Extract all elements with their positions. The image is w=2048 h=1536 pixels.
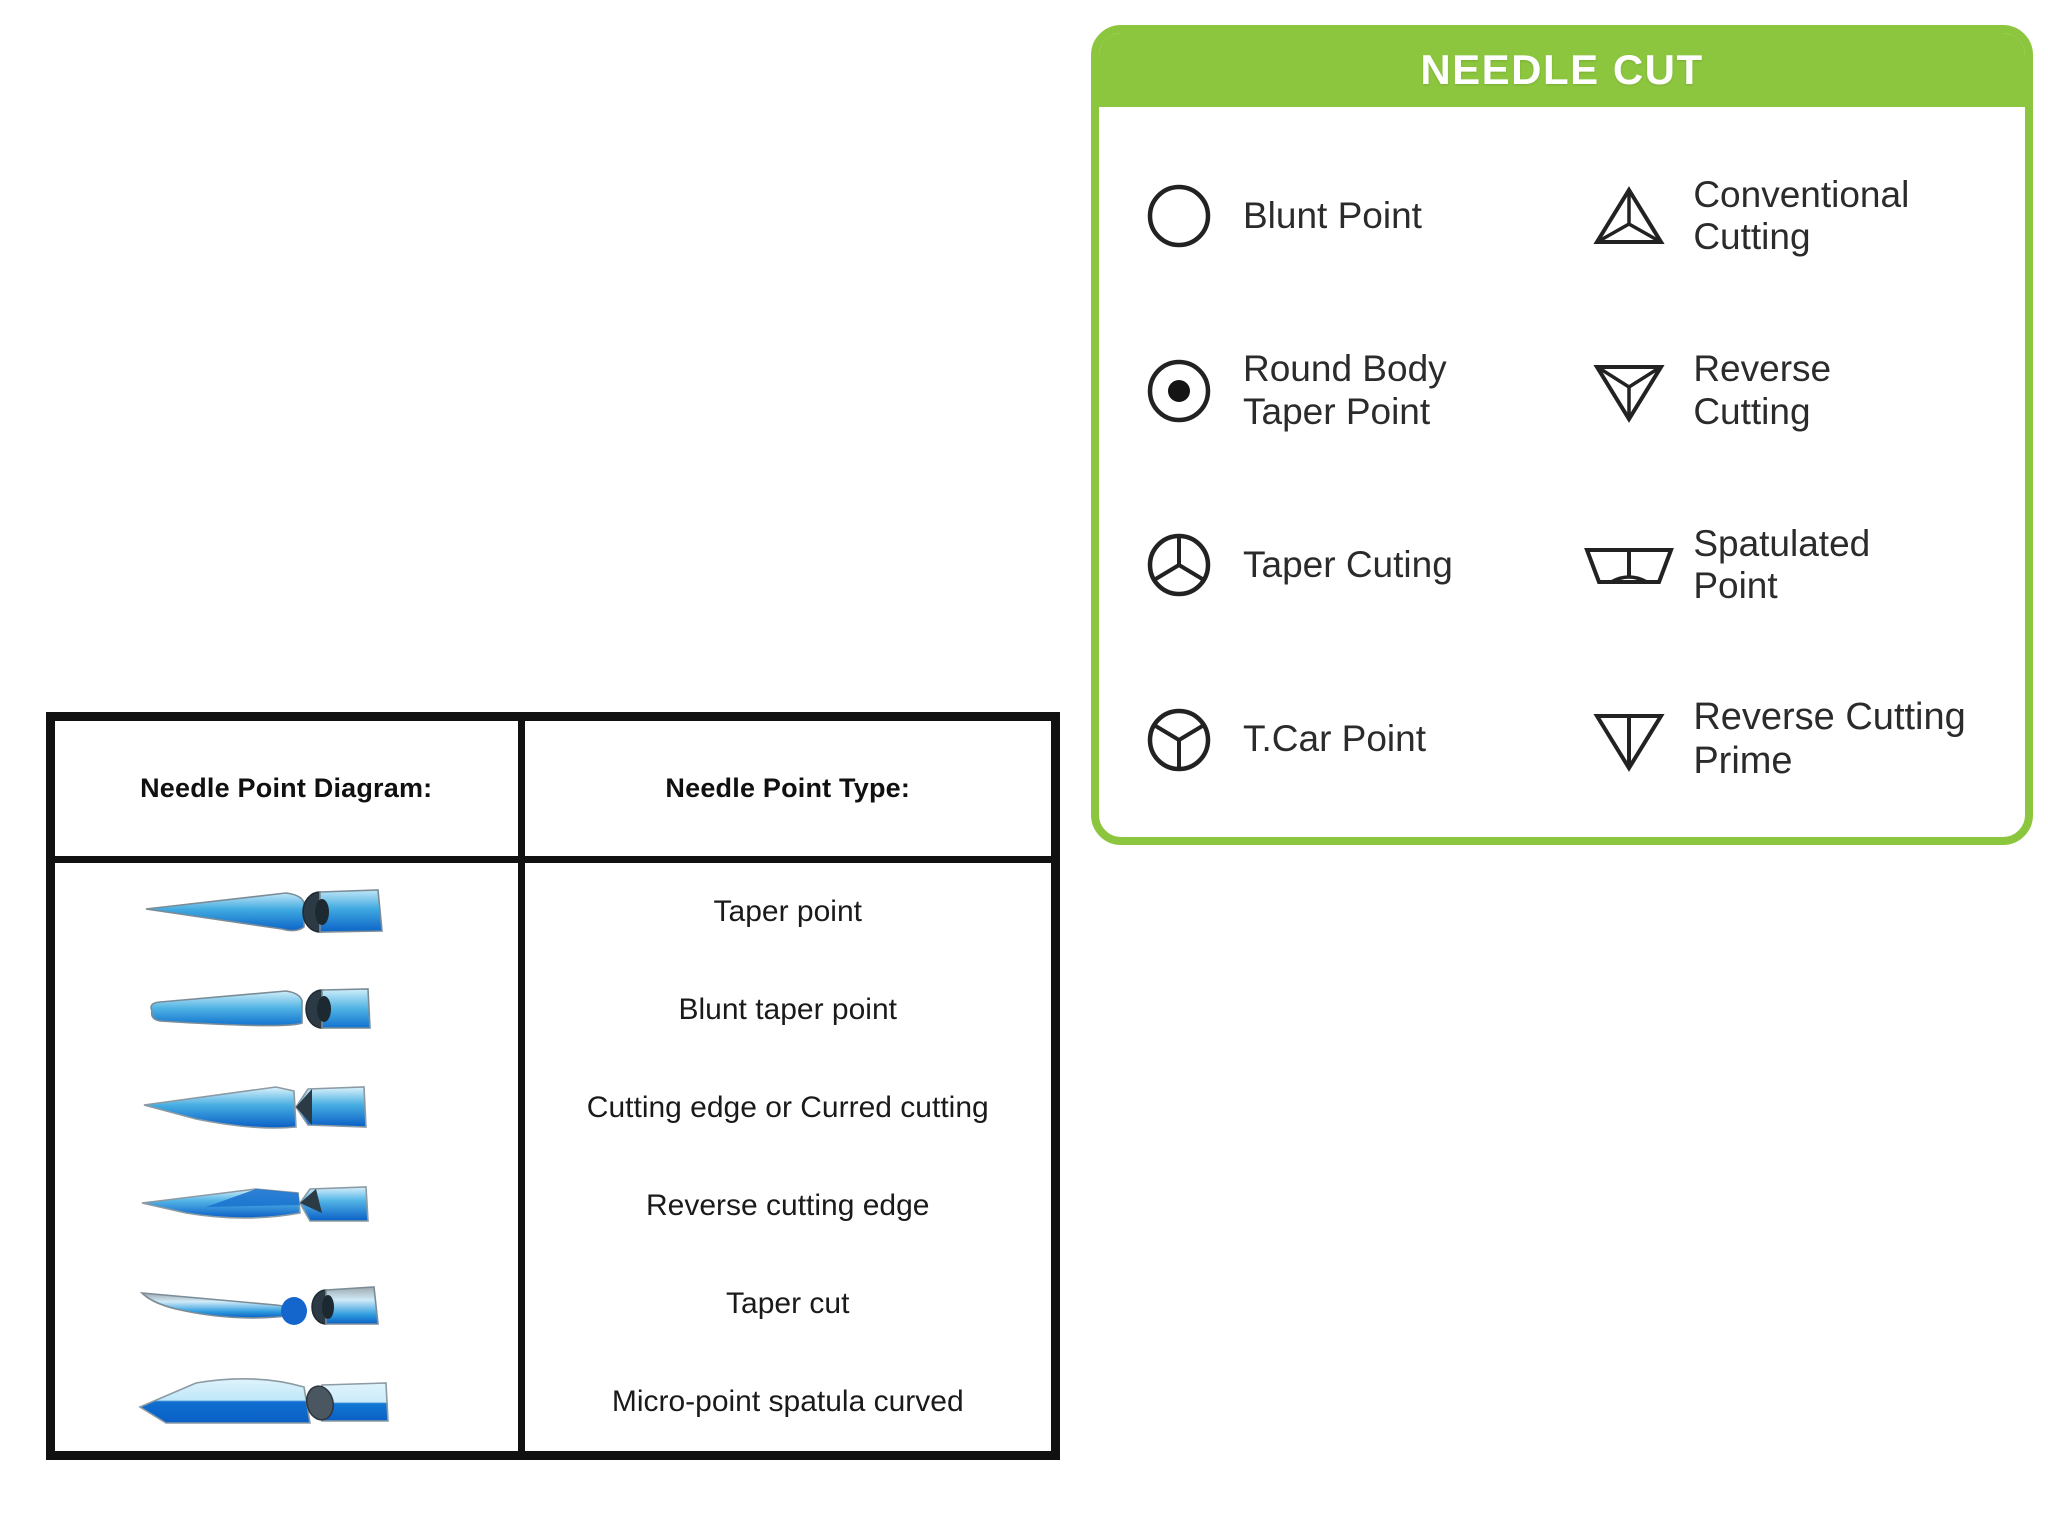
blunt-taper-point-needle-diagram [56,963,517,1057]
needle-cut-item-label: Spatulated Point [1693,522,1871,607]
needle-cut-item-reverse-cutting-prime[interactable]: Reverse Cutting Prime [1579,690,1995,790]
needle-cut-item-label: Round Body Taper Point [1243,348,1447,432]
needle-cut-row: Taper Cuting Spatulated Point [1129,481,1995,649]
circle-y-spokes-icon [1129,515,1229,615]
needle-cut-item-label: Blunt Point [1243,194,1422,236]
table-header-row: Needle Point Diagram: Needle Point Type: [55,721,1051,863]
trapezoid-spatula-icon [1579,515,1679,615]
table-row: Micro-point spatula curved [55,1352,1051,1451]
needle-cut-title: NEEDLE CUT [1420,46,1704,93]
needle-type-cell: Blunt taper point [678,992,897,1026]
needle-cut-item-tcar-point[interactable]: T.Car Point [1129,690,1579,790]
needle-cut-item-label: Reverse Cutting Prime [1693,696,1966,782]
cutting-edge-needle-diagram [56,1061,517,1155]
table-row: Taper cut [55,1254,1051,1353]
needle-type-cell: Cutting edge or Curred cutting [586,1090,989,1124]
needle-cut-header: NEEDLE CUT [1099,33,2025,107]
taper-point-needle-diagram [56,865,517,959]
column-header-needle-point-diagram: Needle Point Diagram: [55,721,525,863]
needle-cut-item-label: Conventional Cutting [1693,173,1910,258]
table-row: Taper point [55,859,1051,961]
needle-point-table: Needle Point Diagram: Needle Point Type: [46,712,1060,1460]
needle-cut-row: T.Car Point Reverse Cutting Prime [1129,656,1995,824]
needle-type-cell: Taper cut [726,1286,850,1320]
needle-type-cell: Micro-point spatula curved [611,1384,964,1418]
needle-cut-row: Round Body Taper Point Reverse Cutting [1129,307,1995,475]
table-body: Taper point [55,859,1051,1451]
table-row: Reverse cutting edge [55,1156,1051,1255]
needle-cut-card: NEEDLE CUT Blunt Point [1091,25,2033,845]
needle-type-cell: Taper point [713,894,862,928]
needle-diagram-cell [55,859,525,961]
needle-diagram-cell [55,1058,525,1157]
needle-type-cell: Reverse cutting edge [645,1188,930,1222]
needle-cut-list: Blunt Point Conventional Cutting [1099,107,2025,837]
needle-cut-item-blunt-point[interactable]: Blunt Point [1129,166,1579,266]
needle-cut-item-label: Reverse Cutting [1693,348,1832,432]
table-header: Needle Point Diagram: Needle Point Type: [55,721,1051,863]
needle-diagram-cell [55,1254,525,1353]
needle-cut-row: Blunt Point Conventional Cutting [1129,132,1995,300]
triangle-down-line-icon [1579,690,1679,790]
needle-diagram-cell [55,960,525,1059]
needle-cut-item-label: Taper Cuting [1243,543,1453,585]
needle-diagram-cell [55,1352,525,1451]
taper-cut-needle-diagram [56,1257,517,1351]
needle-diagram-cell [55,1156,525,1255]
needle-cut-item-label: T.Car Point [1243,718,1427,760]
needle-cut-item-round-body-taper-point[interactable]: Round Body Taper Point [1129,341,1579,441]
micro-point-spatula-needle-diagram [56,1355,517,1449]
circle-dot-icon [1129,341,1229,441]
table-row: Cutting edge or Curred cutting [55,1058,1051,1157]
column-header-needle-point-type: Needle Point Type: [521,721,1051,863]
open-circle-icon [1129,166,1229,266]
needle-cut-item-taper-cuting[interactable]: Taper Cuting [1129,515,1579,615]
triangle-up-spokes-icon [1579,166,1679,266]
triangle-down-spokes-icon [1579,341,1679,441]
needle-cut-item-conventional-cutting[interactable]: Conventional Cutting [1579,166,1995,266]
table-row: Blunt taper point [55,960,1051,1059]
needle-cut-item-spatulated-point[interactable]: Spatulated Point [1579,515,1995,615]
needle-cut-item-reverse-cutting[interactable]: Reverse Cutting [1579,341,1995,441]
reverse-cutting-edge-needle-diagram [56,1159,517,1253]
circle-inverted-y-spokes-icon [1129,690,1229,790]
